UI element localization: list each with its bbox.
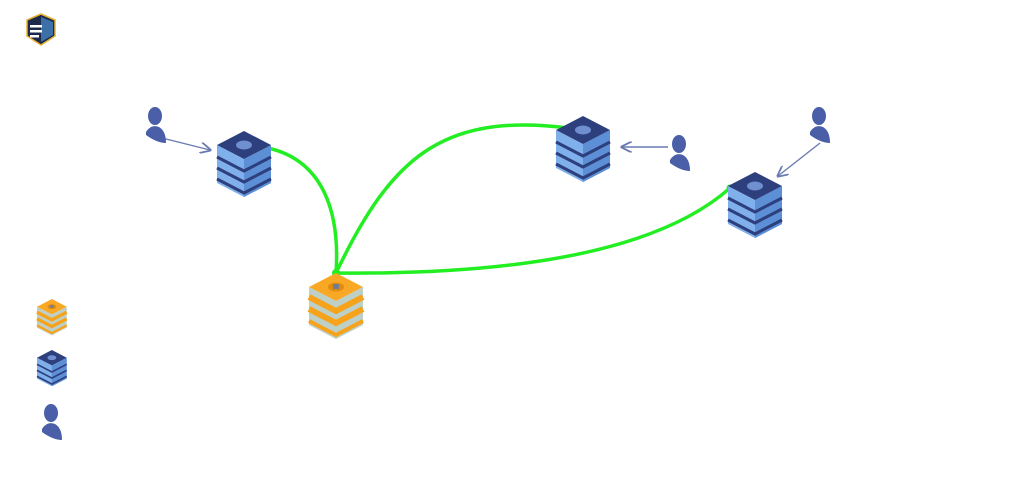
user-arrows (161, 137, 821, 176)
server-icon[interactable] (215, 129, 273, 199)
user-icon[interactable] (670, 135, 690, 171)
legend-user-icon (42, 404, 62, 440)
user-icon[interactable] (146, 107, 166, 143)
arrow-user-3 (778, 142, 821, 176)
server-icon[interactable] (726, 170, 784, 240)
hub-server-icon[interactable] (309, 273, 363, 339)
legend-server-icon (36, 349, 68, 388)
user-icon[interactable] (810, 107, 830, 143)
logo (26, 13, 56, 46)
link-server-3 (334, 186, 732, 275)
arrow-user-1 (161, 137, 210, 150)
link-server-1 (261, 145, 339, 275)
server-icon[interactable] (554, 114, 612, 184)
link-server-2 (334, 123, 570, 275)
links (261, 123, 732, 275)
legend (35, 297, 69, 440)
legend-hub-server-icon (35, 297, 69, 337)
